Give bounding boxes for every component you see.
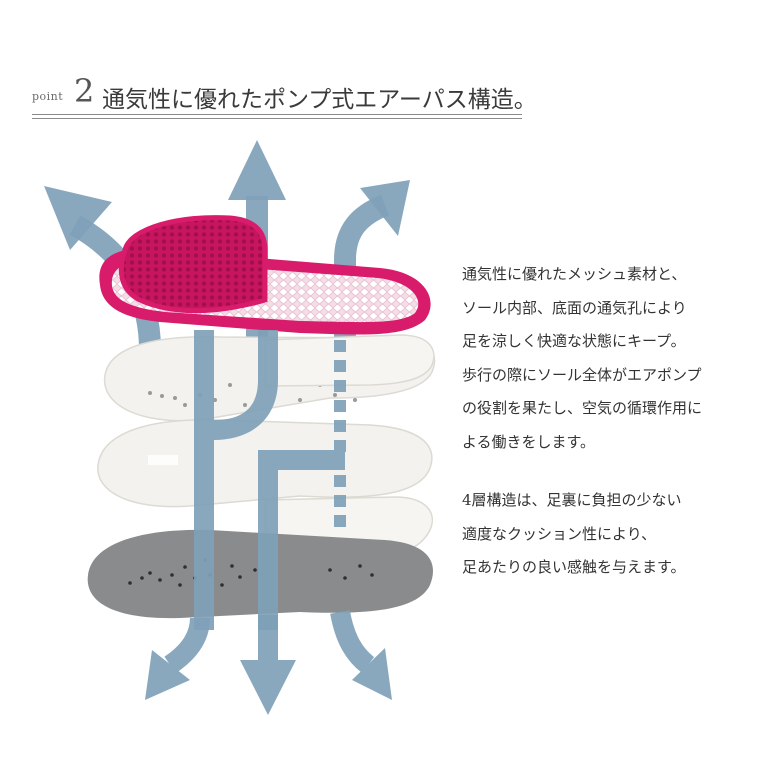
description-paragraph-1: 通気性に優れたメッシュ素材と、 ソール内部、底面の通気孔により 足を涼しく快適な…	[462, 258, 762, 459]
description-paragraph-2: 4層構造は、足裏に負担の少ない 適度なクッション性により、 足あたりの良い感触を…	[462, 484, 762, 585]
arrow-down-center-icon	[240, 660, 296, 715]
slipper-upper	[99, 215, 431, 335]
point-number: 2	[74, 72, 95, 110]
arrow-down-right-icon	[352, 648, 392, 700]
description-line: 足あたりの良い感触を与えます。	[462, 558, 686, 576]
description-line: 足を涼しく快適な状態にキープ。	[462, 332, 686, 350]
arrow-up-right-head	[360, 180, 410, 236]
description-line: 適度なクッション性により、	[462, 524, 657, 543]
arrow-down-left-icon	[145, 650, 190, 700]
section-title: 通気性に優れたポンプ式エアーパス構造。	[102, 87, 537, 113]
description-line: 通気性に優れたメッシュ素材と、	[462, 265, 687, 283]
title-underline-top	[32, 114, 522, 115]
title-underline-bottom	[32, 118, 522, 119]
point-label: point	[32, 90, 64, 103]
description-line: 4層構造は、足裏に負担の少ない	[462, 491, 682, 509]
air-pass-illustration	[44, 140, 436, 715]
internal-airflow-channels	[194, 330, 346, 630]
description-line: の役割を果たし、空気の循環作用に	[462, 399, 703, 417]
arrow-up-left-head	[44, 186, 112, 250]
feature-description: 通気性に優れたメッシュ素材と、 ソール内部、底面の通気孔により 足を涼しく快適な…	[462, 258, 762, 585]
description-line: ソール内部、底面の通気孔により	[462, 298, 687, 317]
section-header: point 2 通気性に優れたポンプ式エアーパス構造。	[32, 70, 537, 122]
downward-airflow-arrows	[145, 610, 392, 715]
arrow-up-center-head	[228, 140, 286, 200]
description-line: 歩行の際にソール全体がエアポンプ	[462, 365, 702, 384]
description-line: よる働きをします。	[462, 432, 596, 451]
